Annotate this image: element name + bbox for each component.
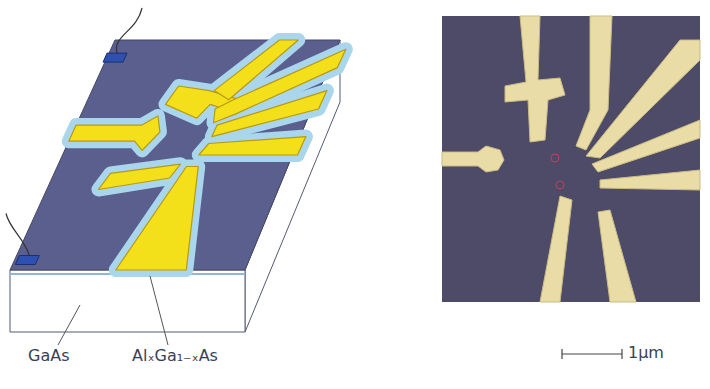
- substrate-label: GaAs: [28, 346, 69, 365]
- sem-gate: [442, 146, 504, 172]
- sem-background: [442, 16, 700, 302]
- sem-micrograph: [442, 16, 700, 302]
- sem-gate: [598, 210, 636, 302]
- contact-wire: [6, 214, 29, 256]
- sem-gate: [592, 120, 700, 172]
- leader-line: [58, 305, 80, 345]
- contact-wire: [116, 8, 142, 53]
- scale-bar: [562, 353, 622, 354]
- sem-gate: [505, 16, 565, 142]
- scale-tick: [621, 349, 622, 359]
- ohmic-contact: [15, 256, 39, 265]
- gate-electrode: [69, 116, 160, 150]
- leader-line: [150, 276, 168, 345]
- layer-label: AlₓGa₁₋ₓAs: [132, 346, 218, 365]
- front-face: [10, 270, 245, 332]
- depletion-region: [98, 164, 180, 189]
- gate-group: [69, 40, 346, 270]
- sem-gate: [600, 170, 700, 190]
- dot-marker: [556, 181, 564, 189]
- depletion-region: [199, 137, 306, 155]
- ohmic-contact: [103, 53, 127, 62]
- gate-electrode: [212, 91, 327, 137]
- scale-label: 1μm: [628, 343, 664, 362]
- depletion-region: [69, 116, 160, 150]
- scale-tick: [561, 349, 562, 359]
- gate-electrode: [199, 137, 306, 155]
- gate-electrode: [98, 164, 180, 189]
- sem-gate: [540, 196, 572, 302]
- dot-marker: [551, 154, 559, 162]
